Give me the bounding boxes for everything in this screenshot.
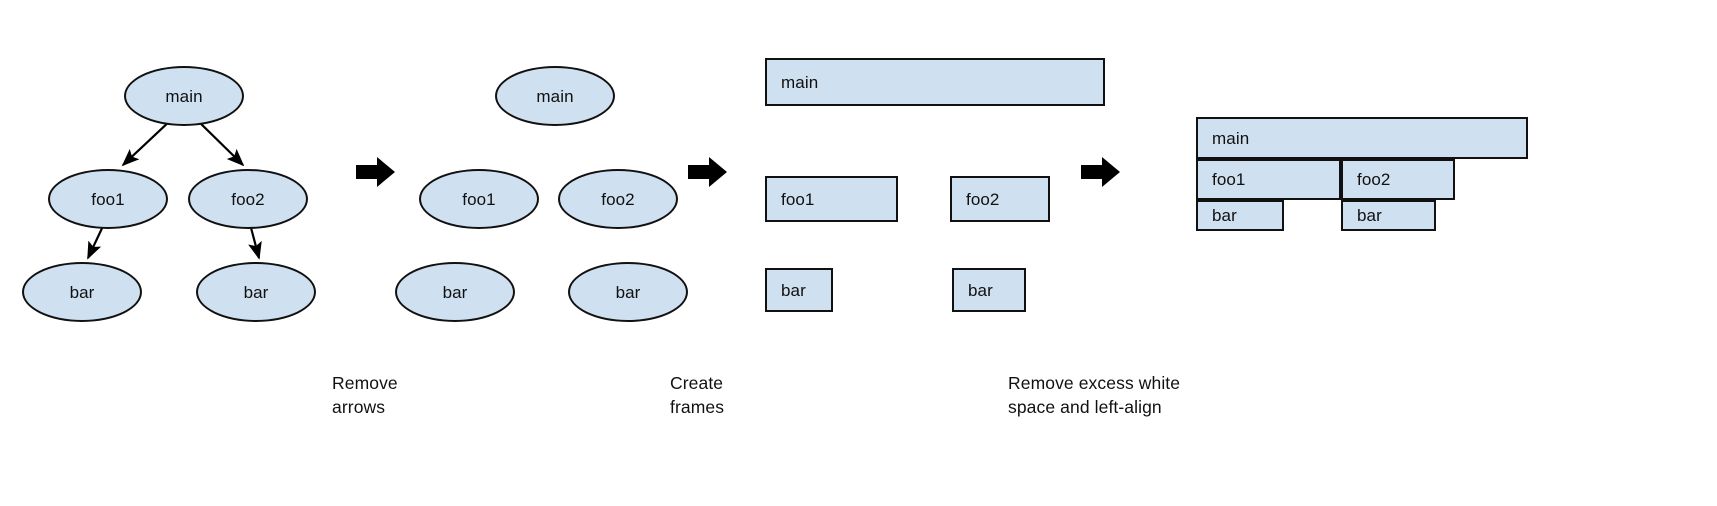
noarrow-node-main[interactable]: main xyxy=(495,66,615,126)
caption-create-frames: Create frames xyxy=(670,373,725,418)
tree-node-foo2[interactable]: foo2 xyxy=(188,169,308,229)
frame-node-foo1[interactable]: foo1 xyxy=(765,176,898,222)
caption-remove-arrows: Remove arrows xyxy=(332,373,398,418)
step-arrow-right-icon-1 xyxy=(356,155,396,189)
noarrow-node-bar-2[interactable]: bar xyxy=(568,262,688,322)
frame-node-bar-1[interactable]: bar xyxy=(765,268,833,312)
caption-remove-whitespace: Remove excess white space and left-align xyxy=(1008,373,1181,418)
frame-node-foo2[interactable]: foo2 xyxy=(950,176,1050,222)
step-arrow-right-icon-3 xyxy=(1081,155,1121,189)
tree-node-bar-1[interactable]: bar xyxy=(22,262,142,322)
noarrow-node-foo1[interactable]: foo1 xyxy=(419,169,539,229)
frame-node-main[interactable]: main xyxy=(765,58,1105,106)
noarrow-node-bar-1[interactable]: bar xyxy=(395,262,515,322)
frame-node-bar-2[interactable]: bar xyxy=(952,268,1026,312)
noarrow-node-foo2[interactable]: foo2 xyxy=(558,169,678,229)
tree-node-main[interactable]: main xyxy=(124,66,244,126)
step-arrow-right-icon-2 xyxy=(688,155,728,189)
flame-node-bar-1[interactable]: bar xyxy=(1196,200,1284,231)
flame-node-foo1[interactable]: foo1 xyxy=(1196,159,1341,200)
flame-node-bar-2[interactable]: bar xyxy=(1341,200,1436,231)
tree-node-foo1[interactable]: foo1 xyxy=(48,169,168,229)
flame-node-main[interactable]: main xyxy=(1196,117,1528,159)
tree-node-bar-2[interactable]: bar xyxy=(196,262,316,322)
flame-node-foo2[interactable]: foo2 xyxy=(1341,159,1455,200)
